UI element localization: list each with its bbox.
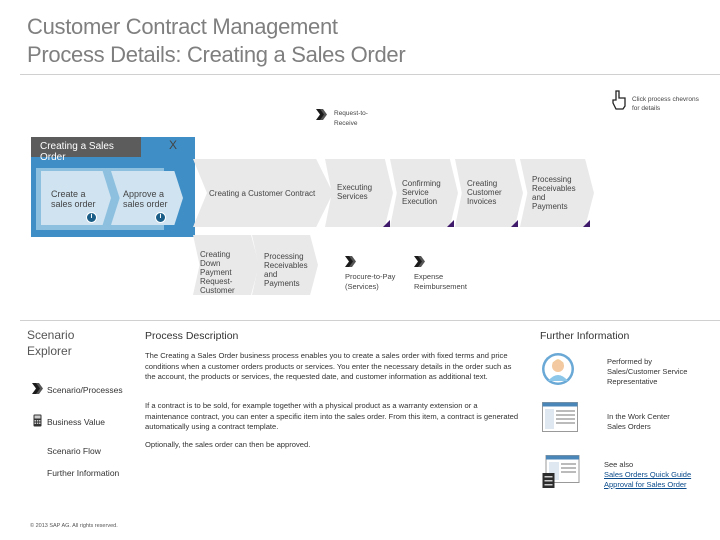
step-create-sales-order[interactable]: Create a sales order	[41, 171, 111, 225]
step-label: Approve a sales order	[123, 189, 168, 209]
nav-further-information[interactable]: Further Information	[47, 468, 120, 478]
performed-by-label: Performed by	[607, 357, 653, 366]
info-icon[interactable]: i	[155, 212, 166, 223]
process-chevron-icon	[32, 383, 43, 394]
info-icon[interactable]: i	[86, 212, 97, 223]
scenario-explorer-title: Scenario Explorer	[27, 327, 87, 359]
chevron-label: Processing Receivables and Payments	[264, 252, 308, 288]
description-paragraph: If a contract is to be sold, for example…	[145, 401, 519, 432]
description-paragraph: Optionally, the sales order can then be …	[145, 440, 311, 449]
link-sales-orders-quick-guide[interactable]: Sales Orders Quick Guide	[604, 470, 692, 479]
page-title: Customer Contract Management	[27, 14, 338, 39]
request-to-receive-label: Request-to-Receive	[334, 110, 368, 127]
step-approve-sales-order[interactable]: Approve a sales order	[111, 171, 183, 225]
chevron-creating-down-payment[interactable]: Creating Down Payment Request-Customer	[193, 235, 259, 295]
chevron-creating-customer-contract[interactable]: Creating a Customer Contract	[193, 159, 333, 227]
chevron-processing-receivables-sub[interactable]: Processing Receivables and Payments	[252, 235, 318, 295]
calculator-icon	[33, 414, 42, 427]
arrow-right-icon	[345, 256, 356, 267]
chevron-label: Creating a Customer Contract	[209, 189, 316, 198]
procure-to-pay-link[interactable]: Procure-to-Pay (Services)	[345, 272, 396, 291]
close-icon[interactable]: X	[169, 138, 178, 152]
corner-marker	[447, 220, 454, 227]
explorer-title-text: Scenario Explorer	[27, 328, 75, 358]
chevron-label: Processing Receivables and Payments	[532, 175, 576, 211]
click-hint: Click process chevrons for details	[612, 90, 700, 113]
expense-reimbursement-link[interactable]: Expense Reimbursement	[414, 272, 467, 291]
chevron-label: Executing Services	[337, 183, 373, 201]
chevron-label: Confirming Service Execution	[402, 179, 441, 206]
copyright: © 2013 SAP AG. All rights reserved.	[30, 523, 118, 529]
title-divider	[20, 74, 720, 75]
work-center-name: Sales Orders	[607, 422, 651, 431]
arrow-right-icon	[414, 256, 425, 267]
document-link-icon	[542, 455, 580, 488]
hand-pointer-icon	[612, 90, 626, 110]
panel-tab[interactable]: Creating a Sales Order	[31, 137, 141, 163]
further-information-title: Further Information	[540, 330, 630, 342]
corner-marker	[383, 220, 390, 227]
hint-text: Click process chevrons for details	[632, 96, 699, 112]
chevron-confirming-service-execution[interactable]: Confirming Service Execution	[390, 159, 458, 227]
performed-by: Performed by Sales/Customer Service Repr…	[607, 357, 702, 387]
corner-marker	[511, 220, 518, 227]
chevron-processing-receivables[interactable]: Processing Receivables and Payments	[520, 159, 594, 227]
arrow-right-icon	[316, 109, 327, 120]
work-center-label: In the Work Center	[607, 412, 670, 421]
section-divider	[20, 320, 720, 321]
see-also-label: See also	[604, 460, 634, 469]
chevron-executing-services[interactable]: Executing Services	[325, 159, 393, 227]
process-description-title: Process Description	[145, 330, 239, 342]
work-center: In the Work Center Sales Orders	[607, 412, 702, 432]
step-label: Create a sales order	[51, 189, 96, 209]
work-center-icon	[542, 402, 578, 432]
link-approval-for-sales-order[interactable]: Approval for Sales Order	[604, 480, 687, 489]
nav-business-value[interactable]: Business Value	[47, 417, 105, 427]
chevron-label: Creating Down Payment Request-Customer	[200, 250, 235, 295]
description-paragraph: The Creating a Sales Order business proc…	[145, 351, 512, 382]
performed-by-role: Sales/Customer Service Representative	[607, 367, 688, 386]
chevron-label: Creating Customer Invoices	[467, 179, 502, 206]
page-subtitle: Process Details: Creating a Sales Order	[27, 42, 406, 67]
chevron-creating-customer-invoices[interactable]: Creating Customer Invoices	[455, 159, 523, 227]
corner-marker	[583, 220, 590, 227]
nav-scenario-flow[interactable]: Scenario Flow	[47, 446, 101, 456]
nav-scenario-processes[interactable]: Scenario/Processes	[47, 385, 123, 395]
see-also: See also Sales Orders Quick Guide Approv…	[604, 460, 714, 490]
request-to-receive-link[interactable]: Request-to-Receive	[316, 109, 374, 129]
avatar	[542, 353, 574, 385]
